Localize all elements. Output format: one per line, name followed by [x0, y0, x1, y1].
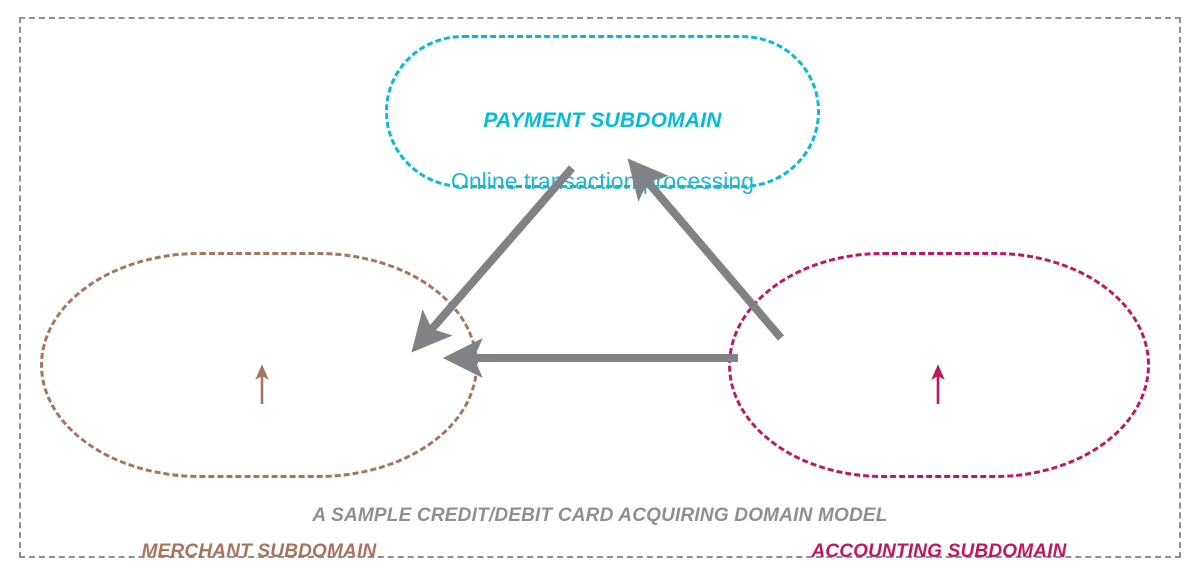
payment-subdomain-blob: PAYMENT SUBDOMAIN Online transaction pro…	[385, 35, 820, 194]
outer-dashed-frame	[19, 17, 1181, 558]
merchant-subdomain-blob: MERCHANT SUBDOMAIN Merchant’s financial …	[40, 252, 478, 562]
accounting-subdomain-blob: ACCOUNTING SUBDOMAIN End-of-day transact…	[728, 252, 1150, 562]
payment-subdomain-title: PAYMENT SUBDOMAIN	[483, 109, 722, 132]
diagram-caption: A SAMPLE CREDIT/DEBIT CARD ACQUIRING DOM…	[312, 505, 888, 526]
accounting-subdomain-title: ACCOUNTING SUBDOMAIN	[811, 541, 1067, 562]
merchant-subdomain-title: MERCHANT SUBDOMAIN	[141, 541, 377, 562]
payment-subdomain-capability-1: Online transaction processing	[451, 168, 754, 194]
